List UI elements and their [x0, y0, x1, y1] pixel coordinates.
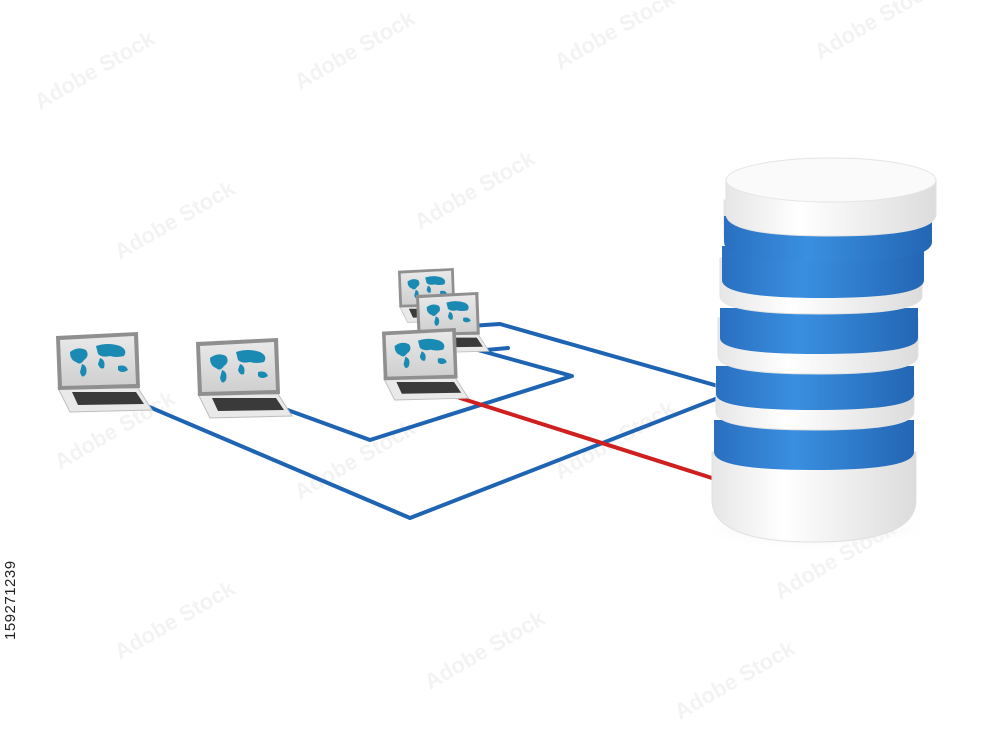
svg-text:Adobe Stock: Adobe Stock: [410, 145, 540, 234]
laptop-icon: [56, 332, 153, 413]
svg-text:Adobe Stock: Adobe Stock: [550, 0, 680, 74]
database-cylinder-icon: [695, 157, 937, 550]
laptop-icon: [196, 338, 293, 419]
cable-laptop-back-2: [484, 346, 510, 352]
stock-id-text: 159271239: [2, 560, 19, 640]
laptops: [56, 268, 490, 419]
laptop-icon: [382, 328, 470, 401]
svg-text:Adobe Stock: Adobe Stock: [30, 25, 160, 114]
svg-text:Adobe Stock: Adobe Stock: [670, 635, 800, 724]
svg-text:Adobe Stock: Adobe Stock: [810, 0, 940, 64]
cable-laptop-2: [280, 348, 574, 442]
cable-red-link: [458, 396, 714, 480]
cable-laptop-1: [138, 396, 720, 520]
cable-laptop-back: [468, 322, 720, 388]
svg-text:Adobe Stock: Adobe Stock: [110, 575, 240, 664]
svg-text:Adobe Stock: Adobe Stock: [110, 175, 240, 264]
svg-text:Adobe Stock: Adobe Stock: [420, 605, 550, 694]
svg-text:Adobe Stock: Adobe Stock: [290, 5, 420, 94]
network-cables: [138, 322, 720, 520]
